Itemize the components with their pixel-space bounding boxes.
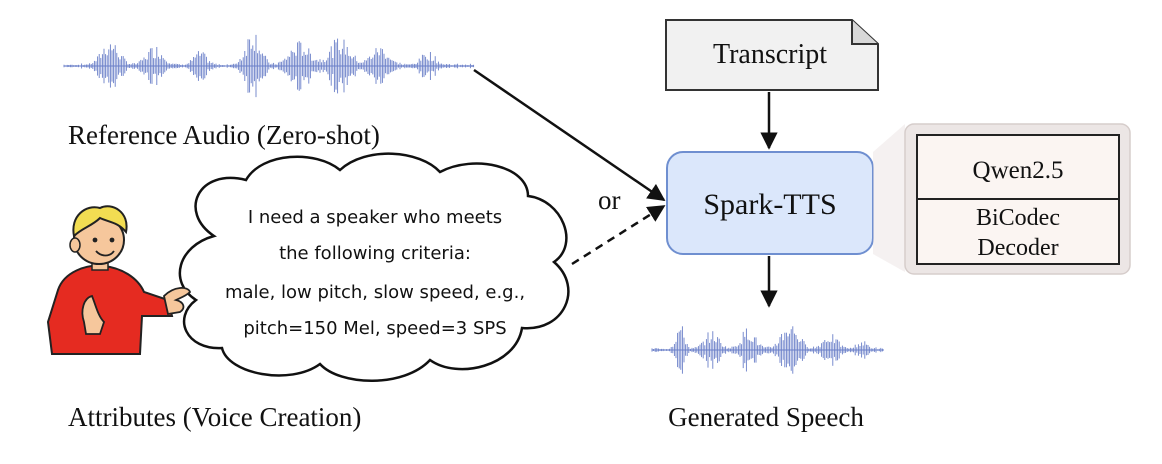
document-icon	[665, 19, 879, 91]
reference-waveform-icon	[63, 34, 475, 98]
document-fold	[851, 20, 878, 45]
person-hand-left	[81, 294, 106, 335]
bicodec-label-line1: BiCodec	[976, 205, 1060, 231]
spark-tts-box: Spark-TTS	[666, 151, 874, 255]
reference-to-tts-arrow	[473, 68, 666, 202]
person-icon	[46, 205, 192, 355]
speech-bubble: I need a speaker who meets the following…	[178, 152, 570, 382]
person-shirt	[46, 264, 174, 355]
person-ear	[69, 237, 81, 253]
transcript-box: Transcript	[665, 19, 879, 91]
generated-waveform-icon	[651, 326, 884, 374]
bubble-line-3: male, low pitch, slow speed, e.g.,	[225, 282, 525, 303]
qwen-box	[916, 134, 1120, 200]
bicodec-label-line2: Decoder	[977, 235, 1058, 261]
transcript-label: Transcript	[713, 39, 827, 70]
cloud-shape	[178, 152, 570, 382]
person-hand-right	[163, 287, 192, 316]
bubble-line-4: pitch=150 Mel, speed=3 SPS	[243, 318, 506, 339]
generated-speech-label: Generated Speech	[668, 402, 864, 432]
bubble-line-1: I need a speaker who meets	[248, 207, 502, 228]
bicodec-box	[916, 198, 1120, 265]
reference-audio-label: Reference Audio (Zero-shot)	[68, 120, 380, 150]
person-eye-right	[109, 237, 115, 243]
qwen-label: Qwen2.5	[973, 157, 1064, 184]
person-hair	[72, 205, 128, 239]
bubble-line-2: the following criteria:	[279, 243, 471, 264]
spark-tts-label: Spark-TTS	[703, 188, 836, 221]
person-eye-left	[92, 237, 98, 243]
or-label: or	[598, 185, 621, 215]
attributes-to-tts-arrow	[571, 204, 666, 266]
person-mouth	[95, 250, 115, 257]
attributes-label: Attributes (Voice Creation)	[68, 402, 361, 432]
zoom-callout	[873, 124, 905, 272]
